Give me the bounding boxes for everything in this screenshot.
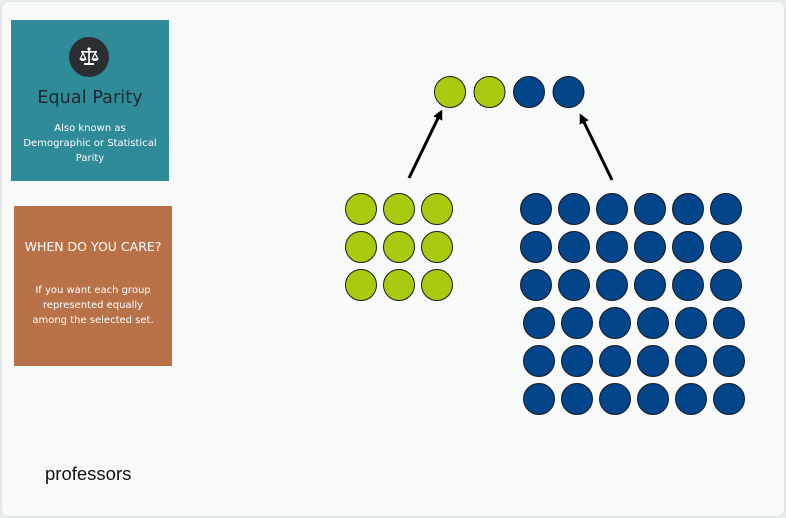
group-a-member (421, 193, 453, 225)
group-a-member (383, 231, 415, 263)
group-b-member (675, 383, 707, 415)
group-a-pool (345, 193, 453, 301)
group-b-member (558, 269, 590, 301)
group-b-member (558, 193, 590, 225)
group-b-member (672, 231, 704, 263)
selected-member-a (434, 76, 466, 108)
group-b-member (634, 269, 666, 301)
group-a-member (421, 269, 453, 301)
group-b-member (672, 193, 704, 225)
caption-label: professors (45, 463, 132, 484)
group-b-member (675, 345, 707, 377)
group-a-member (345, 269, 377, 301)
metric-description: Also known as Demographic or Statistical… (23, 123, 157, 164)
metric-card: Equal Parity Also known as Demographic o… (11, 20, 169, 181)
group-b-member (596, 193, 628, 225)
arrow-group-b-to-selected (579, 113, 614, 181)
selected-member-b (513, 76, 545, 108)
group-b-member (634, 193, 666, 225)
group-b-member (520, 269, 552, 301)
selected-set (434, 76, 585, 108)
balance-scale-icon (69, 37, 109, 77)
group-b-member (523, 383, 555, 415)
group-b-member (672, 269, 704, 301)
group-b-pool (520, 193, 745, 415)
group-a-member (421, 231, 453, 263)
group-a-member (383, 193, 415, 225)
group-b-member (634, 231, 666, 263)
group-b-member (596, 231, 628, 263)
group-b-member (713, 307, 745, 339)
group-b-member (710, 231, 742, 263)
arrow-group-a-to-selected (407, 109, 443, 179)
group-b-member (596, 269, 628, 301)
group-a-member (345, 231, 377, 263)
group-b-member (561, 383, 593, 415)
group-b-member (713, 383, 745, 415)
group-b-member (561, 307, 593, 339)
group-a-member (383, 269, 415, 301)
group-b-member (523, 345, 555, 377)
group-b-member (675, 307, 707, 339)
group-b-member (599, 345, 631, 377)
group-b-member (520, 231, 552, 263)
when-care-card: WHEN DO YOU CARE? If you want each group… (14, 206, 172, 366)
when-care-description: If you want each group represented equal… (32, 285, 154, 326)
group-a-member (345, 193, 377, 225)
selected-member-b (552, 76, 585, 108)
group-b-member (637, 383, 669, 415)
group-b-member (713, 345, 745, 377)
group-b-member (710, 269, 742, 301)
group-b-member (561, 345, 593, 377)
group-b-member (710, 193, 742, 225)
group-b-member (523, 307, 555, 339)
group-b-member (637, 307, 669, 339)
group-b-member (520, 193, 552, 225)
metric-title: Equal Parity (37, 88, 143, 108)
when-care-title: WHEN DO YOU CARE? (24, 239, 162, 254)
group-b-member (599, 307, 631, 339)
group-b-member (599, 383, 631, 415)
group-b-member (637, 345, 669, 377)
selected-member-a (473, 76, 506, 108)
group-b-member (558, 231, 590, 263)
